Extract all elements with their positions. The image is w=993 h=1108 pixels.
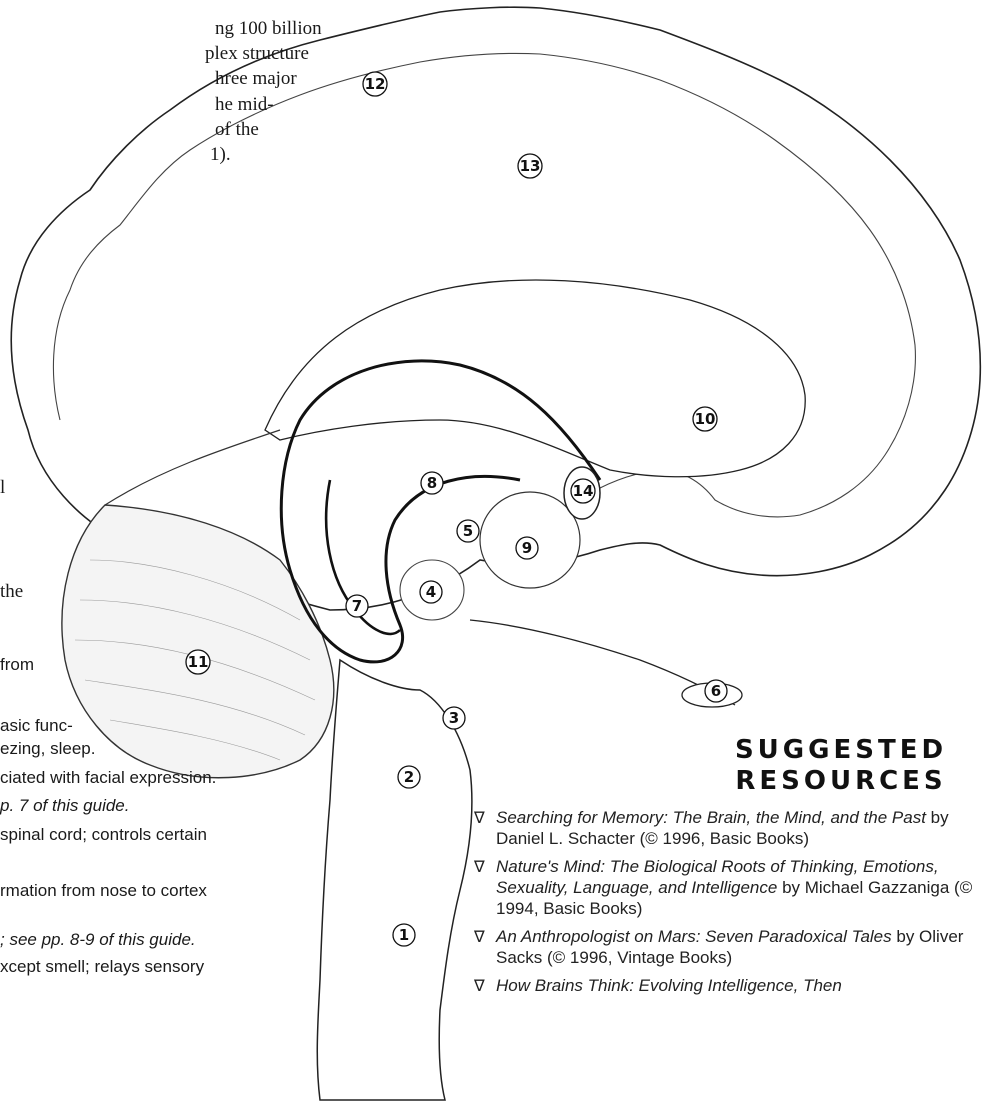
text-fragment: plex structure (205, 42, 309, 66)
svg-text:10: 10 (695, 410, 716, 428)
resource-title: An Anthropologist on Mars: Seven Paradox… (496, 927, 892, 946)
label-6: 6 (705, 680, 727, 702)
svg-text:4: 4 (426, 583, 436, 601)
text-fragment: p. 7 of this guide. (0, 795, 129, 817)
resource-title: Searching for Memory: The Brain, the Min… (496, 808, 926, 827)
triangle-bullet-icon: ∇ (474, 926, 485, 947)
resource-item: ∇ Nature's Mind: The Biological Roots of… (474, 856, 993, 919)
text-fragment: hree major (215, 67, 297, 91)
label-11: 11 (186, 650, 210, 674)
text-fragment: of the (215, 118, 259, 142)
svg-text:1: 1 (399, 926, 409, 944)
triangle-bullet-icon: ∇ (474, 975, 485, 996)
text-fragment: ezing, sleep. (0, 738, 95, 760)
svg-text:14: 14 (573, 482, 594, 500)
svg-text:13: 13 (520, 157, 541, 175)
resource-item: ∇ An Anthropologist on Mars: Seven Parad… (474, 926, 993, 968)
label-10: 10 (693, 407, 717, 431)
text-fragment: spinal cord; controls certain (0, 824, 207, 846)
svg-text:2: 2 (404, 768, 414, 786)
text-fragment: l (0, 476, 5, 500)
svg-text:3: 3 (449, 709, 459, 727)
svg-text:5: 5 (463, 522, 473, 540)
text-fragment: from (0, 654, 34, 676)
label-5: 5 (457, 520, 479, 542)
svg-text:9: 9 (522, 539, 532, 557)
text-fragment: ; see pp. 8-9 of this guide. (0, 929, 196, 951)
label-4: 4 (420, 581, 442, 603)
resource-title: How Brains Think: Evolving Intelligence,… (496, 976, 842, 995)
text-fragment: he mid- (215, 93, 274, 117)
resources-heading-line1: SUGGESTED (696, 735, 986, 766)
text-fragment: rmation from nose to cortex (0, 880, 207, 902)
resources-list: ∇ Searching for Memory: The Brain, the M… (474, 807, 993, 1003)
triangle-bullet-icon: ∇ (474, 856, 485, 877)
resource-item: ∇ Searching for Memory: The Brain, the M… (474, 807, 993, 849)
svg-text:6: 6 (711, 682, 721, 700)
text-fragment: the (0, 580, 23, 604)
label-12: 12 (363, 72, 387, 96)
label-1: 1 (393, 924, 415, 946)
label-2: 2 (398, 766, 420, 788)
text-fragment: ciated with facial expression. (0, 767, 216, 789)
label-13: 13 (518, 154, 542, 178)
triangle-bullet-icon: ∇ (474, 807, 485, 828)
label-14: 14 (571, 479, 595, 503)
resources-heading: SUGGESTED RESOURCES (696, 735, 986, 797)
label-9: 9 (516, 537, 538, 559)
svg-text:12: 12 (365, 75, 386, 93)
svg-text:7: 7 (352, 597, 362, 615)
resources-heading-line2: RESOURCES (696, 766, 986, 797)
suggested-resources: SUGGESTED RESOURCES ∇ Searching for Memo… (696, 735, 986, 797)
label-3: 3 (443, 707, 465, 729)
text-fragment: asic func- (0, 715, 73, 737)
label-7: 7 (346, 595, 368, 617)
svg-text:11: 11 (188, 653, 209, 671)
text-fragment: 1). (210, 143, 231, 167)
text-fragment: xcept smell; relays sensory (0, 956, 204, 978)
svg-text:8: 8 (427, 474, 437, 492)
label-8: 8 (421, 472, 443, 494)
text-fragment: ng 100 billion (215, 17, 322, 41)
resource-item: ∇ How Brains Think: Evolving Intelligenc… (474, 975, 993, 996)
